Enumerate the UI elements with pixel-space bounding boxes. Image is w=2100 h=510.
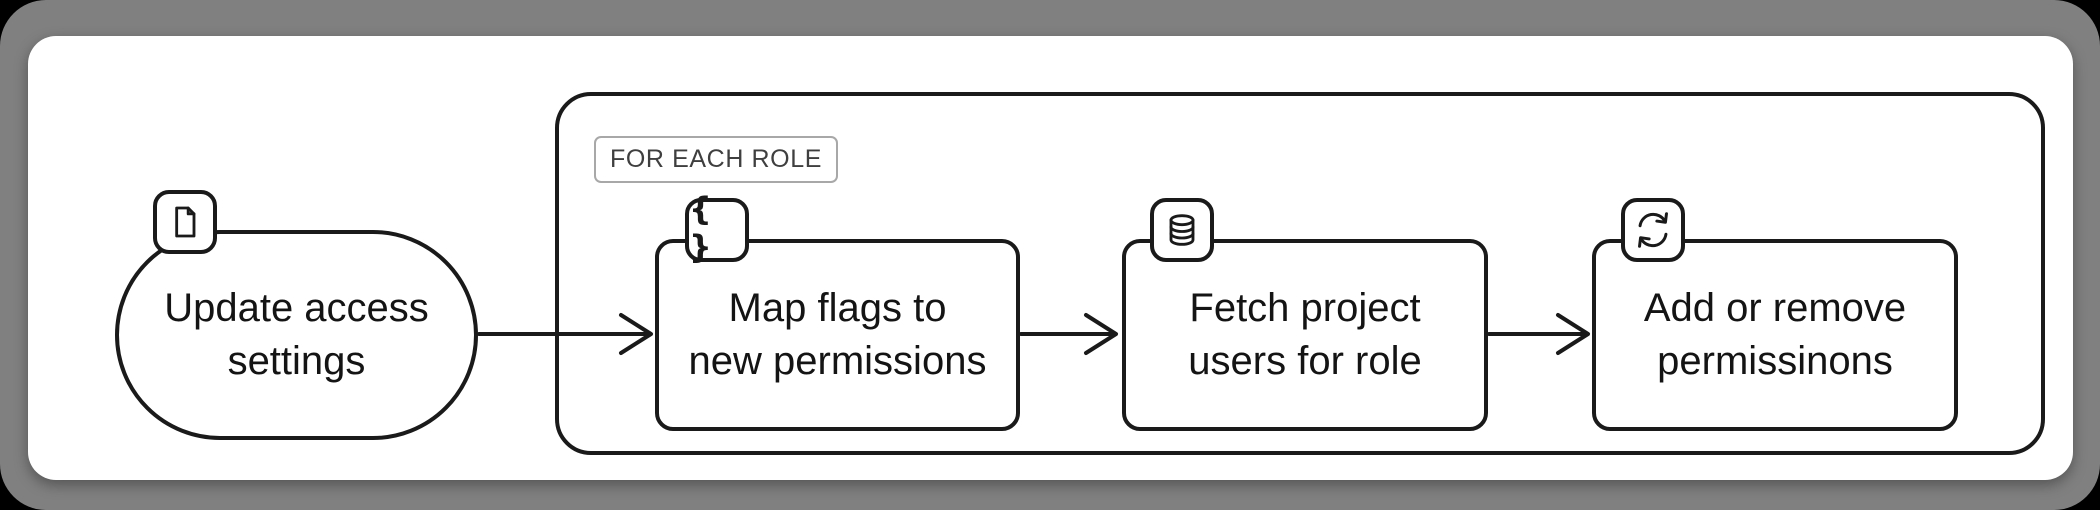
node-label-line: permissinons bbox=[1657, 339, 1893, 383]
document-icon bbox=[153, 190, 217, 254]
database-icon bbox=[1150, 198, 1214, 262]
sync-icon bbox=[1621, 198, 1685, 262]
for-each-role-group[interactable] bbox=[555, 92, 2045, 455]
node-label-line: settings bbox=[227, 339, 366, 383]
node-label-line: Add or remove bbox=[1643, 286, 1907, 330]
node-label-line: new permissions bbox=[688, 339, 987, 383]
node-add-or-remove-permissions[interactable]: Add or remove permissinons bbox=[1592, 239, 1958, 431]
node-label-line: Update access bbox=[164, 286, 429, 330]
node-label-line: Map flags to bbox=[728, 286, 947, 330]
node-map-flags-to-new-permissions[interactable]: Map flags to new permissions bbox=[655, 239, 1020, 431]
braces-icon: { } bbox=[685, 190, 749, 266]
node-fetch-project-users-for-role[interactable]: Fetch project users for role bbox=[1122, 239, 1488, 431]
for-each-role-label: FOR EACH ROLE bbox=[594, 136, 838, 183]
node-update-access-settings[interactable]: Update access settings bbox=[115, 230, 478, 440]
node-label-line: users for role bbox=[1188, 339, 1422, 383]
node-label-line: Fetch project bbox=[1189, 286, 1421, 330]
